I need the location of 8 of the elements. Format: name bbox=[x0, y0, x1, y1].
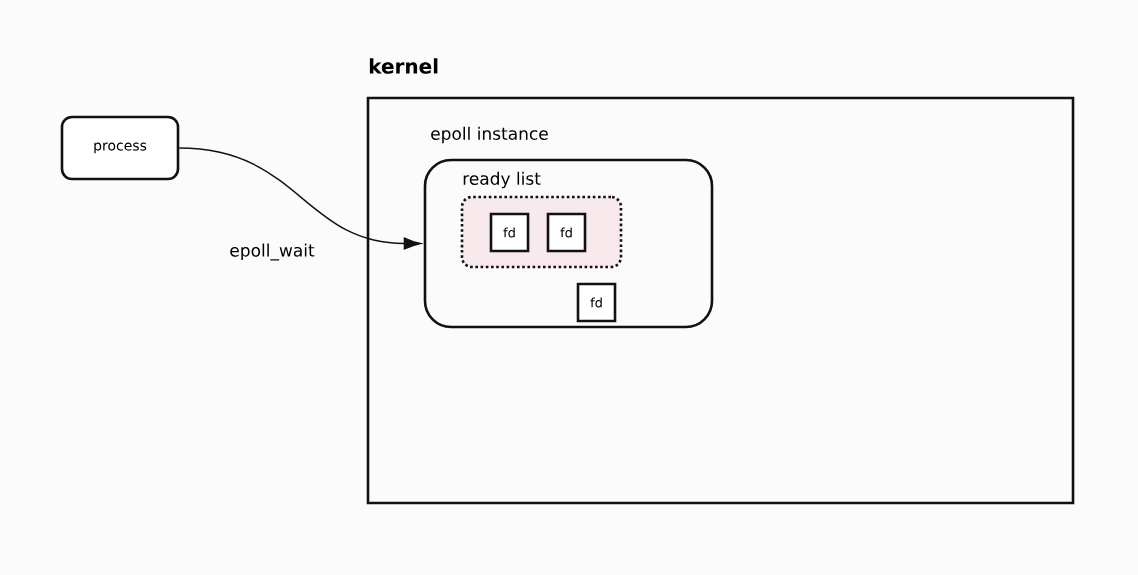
box-heading: kernel bbox=[369, 58, 438, 74]
arrow bbox=[178, 147, 422, 250]
box-heading: ready list bbox=[463, 171, 541, 189]
fd-box: fd bbox=[546, 212, 587, 253]
process-box: process bbox=[60, 115, 180, 181]
box-heading: epoll instance bbox=[431, 126, 548, 144]
fd-box: fd bbox=[576, 282, 617, 323]
fd-box: fd bbox=[489, 212, 530, 253]
